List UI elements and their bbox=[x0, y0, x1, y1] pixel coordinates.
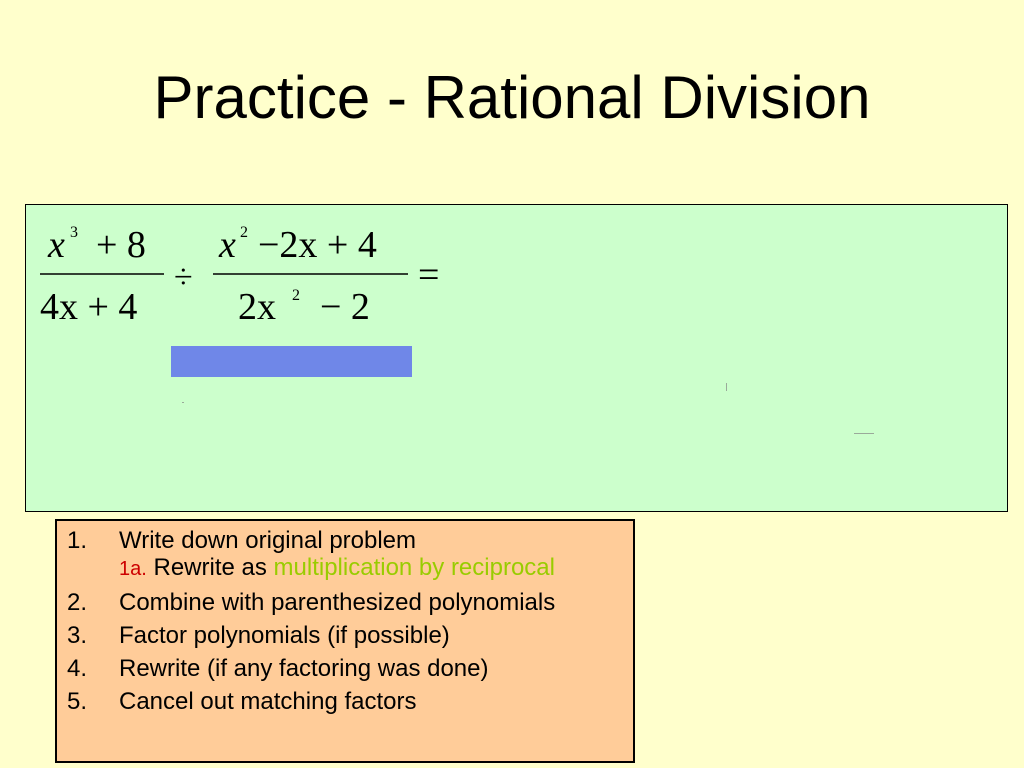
fraction1-numerator-exponent: 3 bbox=[70, 224, 78, 241]
step-text: Cancel out matching factors bbox=[119, 688, 417, 715]
division-operator: ÷ bbox=[174, 259, 193, 296]
speck bbox=[726, 383, 727, 391]
step-number: 5. bbox=[67, 688, 88, 715]
step-number: 2. bbox=[67, 589, 88, 616]
fraction2-denominator-exponent: 2 bbox=[292, 287, 300, 304]
fraction1-numerator-rest: + 8 bbox=[96, 224, 146, 266]
fraction1-denominator: 4x + 4 bbox=[40, 286, 137, 328]
fraction2-denominator-rest: − 2 bbox=[320, 286, 370, 328]
substep-highlight: multiplication by reciprocal bbox=[273, 554, 555, 581]
fraction2-denominator-pre: 2x bbox=[238, 286, 276, 328]
fraction2-numerator-exponent: 2 bbox=[240, 224, 248, 241]
speck bbox=[854, 433, 874, 434]
speck bbox=[182, 402, 184, 403]
step-3: 3. Factor polynomials (if possible) bbox=[57, 622, 633, 649]
step-text: Factor polynomials (if possible) bbox=[119, 622, 450, 649]
step-2: 2. Combine with parenthesized polynomial… bbox=[57, 589, 633, 616]
substep-number: 1a. bbox=[119, 558, 147, 580]
highlight-bar bbox=[171, 346, 412, 377]
steps-list: 1. Write down original problem 1a. Rewri… bbox=[57, 521, 633, 715]
steps-box: 1. Write down original problem 1a. Rewri… bbox=[55, 519, 635, 763]
substep-1a: 1a. Rewrite as multiplication by recipro… bbox=[119, 554, 623, 583]
step-text: Combine with parenthesized polynomials bbox=[119, 589, 556, 616]
step-text: Write down original problem bbox=[119, 527, 417, 554]
step-number: 3. bbox=[67, 622, 88, 649]
division-equation: x 3 + 8 4x + 4 ÷ x 2 −2x + 4 2x 2 − 2 = bbox=[40, 224, 439, 328]
fraction1-numerator-base: x bbox=[47, 224, 65, 266]
step-text: Rewrite (if any factoring was done) bbox=[119, 655, 489, 682]
step-number: 4. bbox=[67, 655, 88, 682]
step-5: 5. Cancel out matching factors bbox=[57, 688, 633, 715]
step-4: 4. Rewrite (if any factoring was done) bbox=[57, 655, 633, 682]
problem-box: x 3 + 8 4x + 4 ÷ x 2 −2x + 4 2x 2 − 2 = bbox=[25, 204, 1008, 512]
fraction2-numerator-base: x bbox=[218, 224, 236, 266]
fraction2-numerator-rest: −2x + 4 bbox=[258, 224, 377, 266]
step-1: 1. Write down original problem 1a. Rewri… bbox=[57, 527, 633, 583]
slide-title: Practice - Rational Division bbox=[153, 64, 871, 131]
equals-sign: = bbox=[418, 254, 439, 296]
step-number: 1. bbox=[67, 527, 88, 554]
substep-text: Rewrite as bbox=[153, 554, 267, 581]
